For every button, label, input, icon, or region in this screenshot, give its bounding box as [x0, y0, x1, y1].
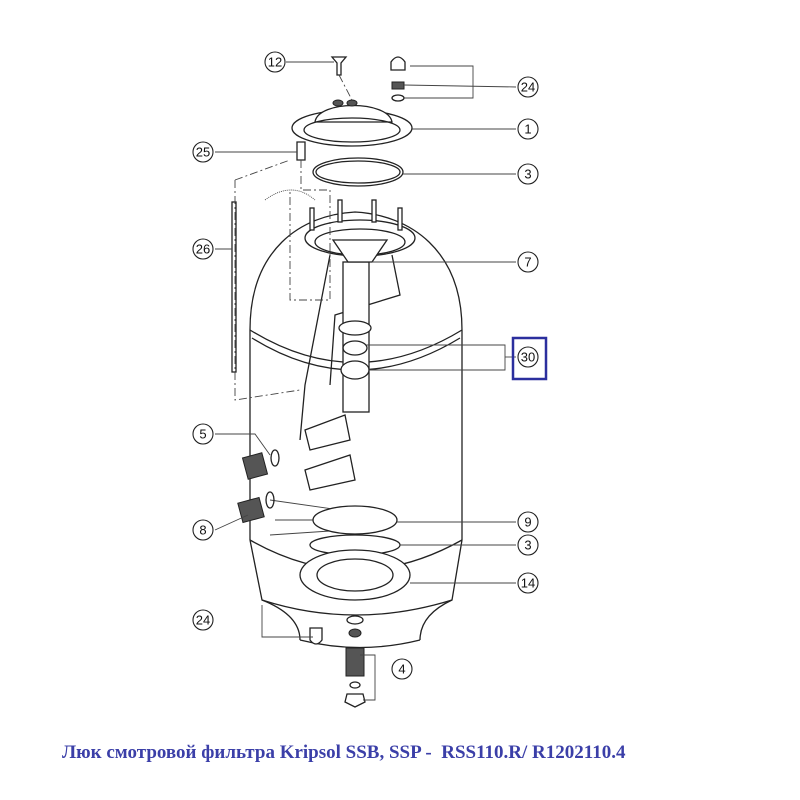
- o-ring: [312, 157, 404, 187]
- svg-text:26: 26: [196, 242, 210, 257]
- callout-30: 30: [517, 346, 539, 368]
- svg-text:30: 30: [521, 350, 535, 365]
- svg-text:8: 8: [199, 523, 206, 538]
- svg-text:24: 24: [521, 80, 535, 95]
- svg-text:3: 3: [524, 167, 531, 182]
- filter-tank: [249, 199, 463, 649]
- lid-part: [291, 99, 413, 147]
- screw-part: [330, 56, 348, 76]
- callout-1: 1: [517, 118, 539, 140]
- svg-text:12: 12: [268, 55, 282, 70]
- callout-3-bottom: 3: [517, 534, 539, 556]
- callout-14: 14: [517, 572, 539, 594]
- callout-7: 7: [517, 251, 539, 273]
- svg-text:9: 9: [524, 515, 531, 530]
- callout-5: 5: [192, 423, 214, 445]
- rod-part: [231, 201, 237, 373]
- svg-text:5: 5: [199, 427, 206, 442]
- callout-8: 8: [192, 519, 214, 541]
- callout-12: 12: [264, 51, 286, 73]
- callout-26: 26: [192, 238, 214, 260]
- svg-text:3: 3: [524, 538, 531, 553]
- leader-lines: [214, 61, 517, 701]
- bolts: [309, 199, 403, 231]
- caption: Люк смотровой фильтра Kripsol SSB, SSP -…: [62, 742, 626, 763]
- svg-text:4: 4: [398, 662, 405, 677]
- svg-text:25: 25: [196, 145, 210, 160]
- callout-24-bottom: 24: [192, 609, 214, 631]
- callout-24-top: 24: [517, 76, 539, 98]
- svg-text:1: 1: [524, 122, 531, 137]
- callout-4: 4: [391, 658, 413, 680]
- callout-25: 25: [192, 141, 214, 163]
- svg-text:14: 14: [521, 576, 535, 591]
- callout-9: 9: [517, 511, 539, 533]
- highlight-box: [511, 336, 548, 381]
- svg-text:7: 7: [524, 255, 531, 270]
- svg-text:24: 24: [196, 613, 210, 628]
- callout-3-top: 3: [517, 163, 539, 185]
